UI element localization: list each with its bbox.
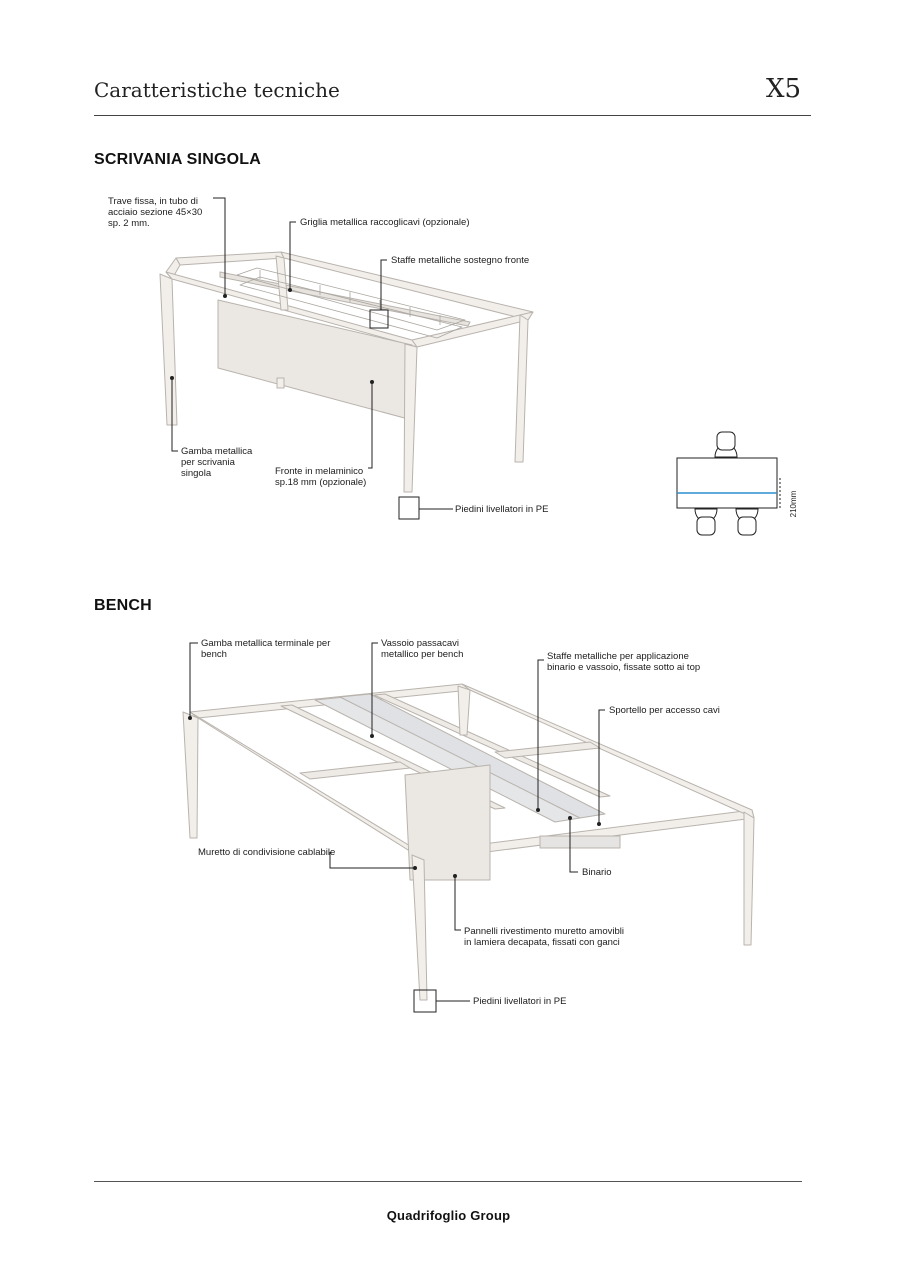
leg-back-right (514, 314, 529, 463)
label-bench-brackets: Staffe metalliche per applicazione binar… (547, 651, 701, 673)
label-cable-grid: Griglia metallica raccoglicavi (opzional… (300, 217, 470, 228)
label-cable-door: Sportello per accesso cavi (609, 705, 720, 716)
section-title-single-desk: SCRIVANIA SINGOLA (94, 151, 261, 168)
leg-left-end (182, 711, 199, 839)
section-title-bench: BENCH (94, 597, 152, 614)
model-code: X5 (765, 74, 801, 104)
leg-front-right (743, 811, 755, 946)
plan-view (676, 431, 781, 536)
leg-front-left (159, 273, 178, 426)
label-end-leg: Gamba metallica terminale per bench (201, 638, 331, 660)
footer-divider (94, 1181, 802, 1182)
brand-logo: Quadrifoglio Group (386, 1208, 511, 1223)
bench-illustration (182, 683, 755, 1001)
label-wall-panels: Pannelli rivestimento muretto amovibli i… (464, 926, 624, 948)
leg-front-left (411, 854, 428, 1001)
label-rail: Binario (582, 867, 612, 878)
label-desk-leg: Gamba metallica per scrivania singola (181, 446, 253, 479)
plan-dimension-label: 210mm (789, 490, 798, 517)
label-shared-wall: Muretto di condivisione cablabile (198, 847, 336, 858)
header-divider (94, 115, 811, 116)
leg-back-right (457, 685, 471, 736)
label-front-brackets: Staffe metalliche sostegno fronte (391, 255, 530, 266)
label-fixed-beam: Trave fissa, in tubo di acciaio sezione … (108, 196, 203, 229)
label-front-panel: Fronte in melaminico sp.18 mm (opzionale… (275, 466, 367, 488)
single-desk-illustration (159, 251, 534, 493)
label-leveling-feet-bench: Piedini livellatori in PE (473, 996, 567, 1007)
leg-front-right (403, 343, 418, 493)
label-cable-tray: Vassoio passacavi metallico per bench (381, 638, 464, 660)
label-leveling-feet-single: Piedini livellatori in PE (455, 504, 549, 515)
page-title: Caratteristiche tecniche (94, 78, 340, 102)
leg-back-left (275, 255, 289, 311)
